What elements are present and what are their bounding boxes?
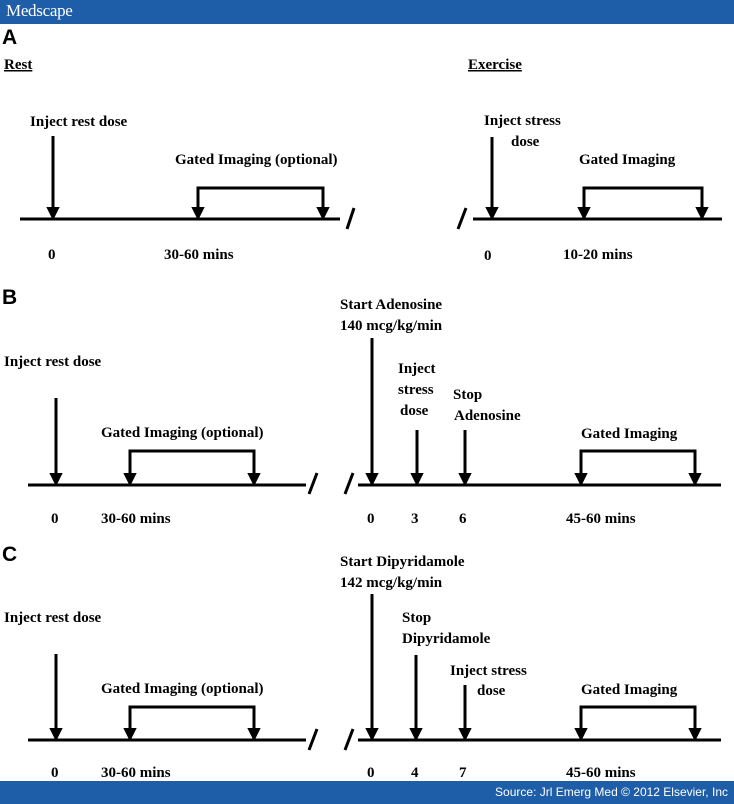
tick-label: 0: [51, 511, 59, 527]
start-adenosine-label: Start Adenosine: [340, 297, 442, 313]
panel-b-label: B: [2, 286, 18, 309]
brand-logo: Medscape: [6, 1, 73, 20]
gated-imaging-label: Gated Imaging: [581, 426, 678, 442]
tick-label: 30-60 mins: [101, 765, 171, 781]
inject-stress-label: dose: [477, 683, 506, 699]
adenosine-dose-label: 140 mcg/kg/min: [340, 318, 443, 334]
tick-label: 4: [411, 765, 419, 781]
tick-label: 30-60 mins: [164, 247, 234, 263]
footer-bar: Source: Jrl Emerg Med © 2012 Elsevier, I…: [0, 781, 734, 804]
inject-rest-dose-label: Inject rest dose: [4, 610, 102, 626]
tick-label: 0: [484, 248, 492, 264]
panel-c-label: C: [2, 543, 18, 566]
gated-imaging-label: Gated Imaging (optional): [101, 425, 264, 441]
tick-label: 30-60 mins: [101, 511, 171, 527]
gated-imaging-label: Gated Imaging (optional): [175, 152, 338, 168]
inject-stress-label: Inject: [398, 361, 436, 377]
axis-break-mark: [345, 207, 356, 230]
inject-stress-label: dose: [400, 403, 429, 419]
gated-imaging-bracket: [579, 705, 702, 742]
source-credit: Source: Jrl Emerg Med © 2012 Elsevier, I…: [495, 785, 728, 799]
tick-label: 10-20 mins: [563, 247, 633, 263]
panel-a-label: A: [2, 26, 18, 49]
stop-adenosine-label: Stop: [453, 387, 482, 403]
axis-break-mark: [343, 728, 355, 751]
tick-label: 0: [367, 765, 375, 781]
exercise-heading: Exercise: [468, 57, 522, 73]
gated-imaging-label: Gated Imaging (optional): [101, 681, 264, 697]
gated-imaging-label: Gated Imaging: [581, 682, 678, 698]
inject-rest-dose-label: Inject rest dose: [4, 354, 102, 370]
tick-label: 45-60 mins: [566, 511, 636, 527]
tick-label: 0: [48, 247, 56, 263]
rest-heading: Rest: [4, 57, 32, 73]
gated-imaging-label: Gated Imaging: [579, 152, 676, 168]
inject-stress-label: Inject stress: [484, 113, 561, 129]
gated-imaging-bracket: [128, 705, 261, 742]
tick-label: 6: [459, 511, 467, 527]
tick-label: 7: [459, 765, 467, 781]
axis-break-mark: [307, 472, 319, 495]
inject-stress-label: stress: [398, 382, 434, 398]
axis-break-mark: [307, 728, 319, 751]
inject-stress-label: dose: [511, 134, 540, 150]
axis-break-mark: [456, 207, 468, 230]
gated-imaging-bracket: [582, 186, 709, 221]
stop-adenosine-label: Adenosine: [454, 408, 521, 424]
inject-rest-dose-label: Inject rest dose: [30, 114, 128, 130]
tick-label: 0: [51, 765, 59, 781]
tick-label: 0: [367, 511, 375, 527]
start-dipyridamole-label: Start Dipyridamole: [340, 554, 465, 570]
stop-dipyridamole-label: Dipyridamole: [402, 631, 491, 647]
tick-label: 45-60 mins: [566, 765, 636, 781]
dipyridamole-dose-label: 142 mcg/kg/min: [340, 575, 443, 591]
inject-stress-label: Inject stress: [450, 663, 527, 679]
stop-dipyridamole-label: Stop: [402, 610, 431, 626]
gated-imaging-bracket: [128, 449, 261, 487]
panel-b: Inject rest dose Gated Imaging (optional…: [4, 297, 721, 527]
tick-label: 3: [411, 511, 419, 527]
axis-break-mark: [343, 472, 355, 495]
panel-a: Rest Inject rest dose Gated Imaging (opt…: [4, 57, 722, 264]
gated-imaging-bracket: [196, 186, 330, 221]
panel-c: Inject rest dose Gated Imaging (optional…: [4, 554, 721, 781]
header-bar: Medscape: [0, 0, 734, 24]
gated-imaging-bracket: [579, 449, 702, 487]
